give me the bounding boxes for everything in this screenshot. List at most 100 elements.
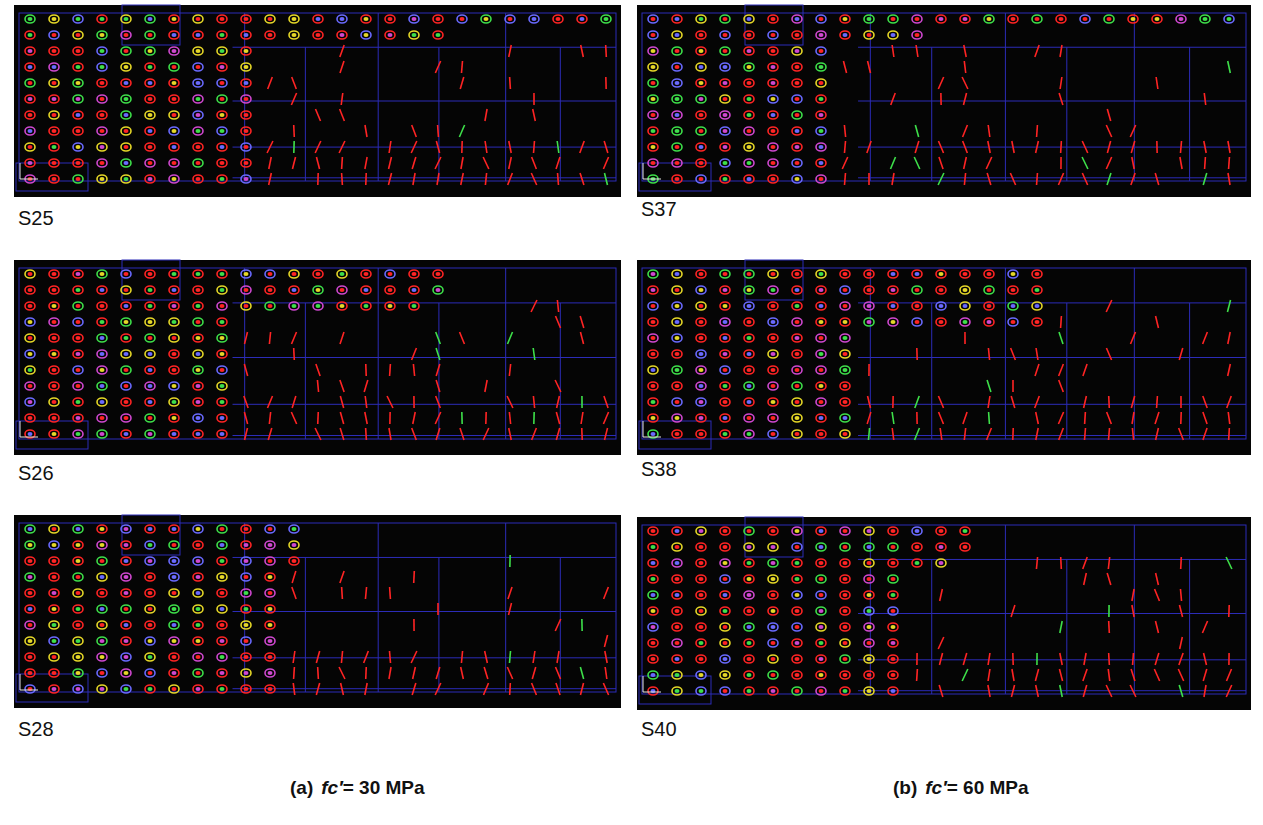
crack-ellipse-core xyxy=(747,113,752,117)
crack-ellipse-core xyxy=(220,65,225,69)
crack-ellipse xyxy=(169,31,179,39)
crack-ellipse-core xyxy=(100,304,105,308)
crack-ellipse-core xyxy=(987,304,992,308)
crack-ellipse-core xyxy=(723,673,728,677)
crack-ellipse xyxy=(145,414,155,422)
crack-ellipse xyxy=(744,607,754,615)
crack-tick xyxy=(1179,428,1184,440)
crack-tick xyxy=(413,412,415,424)
crack-ellipse xyxy=(864,591,874,599)
crack-tick xyxy=(556,683,560,695)
crack-tick xyxy=(245,332,248,344)
crack-ellipse-core xyxy=(172,49,177,53)
crack-ellipse-core xyxy=(771,81,776,85)
crack-tick xyxy=(435,683,441,695)
crack-tick xyxy=(1106,348,1111,360)
crack-ellipse-core xyxy=(148,575,153,579)
crack-tick xyxy=(268,428,272,440)
crack-ellipse-core xyxy=(76,623,81,627)
crack-ellipse xyxy=(97,653,107,661)
mesh-line xyxy=(931,303,932,439)
crack-ellipse-core xyxy=(100,65,105,69)
crack-ellipse xyxy=(313,31,323,39)
crack-ellipse-core xyxy=(699,432,704,436)
crack-tick xyxy=(1082,173,1087,185)
crack-ellipse-core xyxy=(412,304,417,308)
crack-ellipse xyxy=(193,605,203,613)
crack-ellipse xyxy=(241,95,251,103)
crack-ellipse-core xyxy=(412,272,417,276)
crack-ellipse-core xyxy=(28,272,33,276)
crack-ellipse-core xyxy=(939,561,944,565)
crack-ellipse xyxy=(864,687,874,695)
crack-ellipse-core xyxy=(196,671,201,675)
crack-ellipse-core xyxy=(52,33,57,37)
crack-ellipse xyxy=(792,607,802,615)
crack-ellipse-core xyxy=(292,288,297,292)
crack-tick xyxy=(1107,173,1111,185)
crack-ellipse-core xyxy=(220,623,225,627)
crack-tick xyxy=(555,619,560,631)
crack-ellipse xyxy=(720,414,730,422)
crack-ellipse-core xyxy=(651,145,656,149)
crack-ellipse xyxy=(49,398,59,406)
crack-ellipse xyxy=(241,175,251,183)
crack-ellipse-core xyxy=(220,81,225,85)
crack-ellipse-core xyxy=(148,288,153,292)
crack-ellipse-core xyxy=(244,65,249,69)
crack-tick xyxy=(411,141,417,153)
crack-ellipse xyxy=(241,573,251,581)
crack-ellipse xyxy=(912,15,922,23)
crack-tick xyxy=(1060,157,1062,169)
crack-ellipse xyxy=(385,15,395,23)
crack-ellipse-core xyxy=(196,591,201,595)
crack-ellipse xyxy=(265,31,275,39)
crack-tick xyxy=(291,412,296,424)
crack-tick xyxy=(1132,157,1134,169)
crack-ellipse xyxy=(25,382,35,390)
crack-ellipse-core xyxy=(795,529,800,533)
crack-ellipse xyxy=(433,31,443,39)
crack-ellipse xyxy=(73,382,83,390)
crack-ellipse-core xyxy=(1131,17,1136,21)
crack-tick xyxy=(1132,605,1134,617)
crack-ellipse xyxy=(169,557,179,565)
crack-ellipse-core xyxy=(220,145,225,149)
crack-ellipse xyxy=(744,143,754,151)
crack-ellipse xyxy=(97,366,107,374)
crack-ellipse-core xyxy=(100,288,105,292)
crack-ellipse-core xyxy=(891,288,896,292)
crack-ellipse xyxy=(265,621,275,629)
crack-ellipse-core xyxy=(795,673,800,677)
crack-ellipse xyxy=(25,47,35,55)
crack-ellipse xyxy=(193,573,203,581)
crack-ellipse-core xyxy=(220,591,225,595)
crack-ellipse-core xyxy=(747,529,752,533)
crack-tick xyxy=(437,125,439,137)
crack-ellipse xyxy=(97,637,107,645)
crack-ellipse xyxy=(49,286,59,294)
crack-ellipse-core xyxy=(364,17,369,21)
crack-ellipse xyxy=(193,621,203,629)
crack-tick xyxy=(963,125,968,137)
crack-ellipse-core xyxy=(196,97,201,101)
crack-ellipse xyxy=(648,143,658,151)
crack-ellipse-core xyxy=(484,17,489,21)
crack-tick xyxy=(940,93,942,105)
crack-ellipse-core xyxy=(651,368,656,372)
crack-ellipse xyxy=(73,15,83,23)
crack-tick xyxy=(1132,412,1134,424)
crack-ellipse-core xyxy=(987,288,992,292)
crack-tick xyxy=(987,428,992,440)
crack-ellipse-core xyxy=(292,33,297,37)
crack-ellipse xyxy=(193,143,203,151)
crack-tick xyxy=(1155,653,1159,665)
crack-ellipse-core xyxy=(196,400,201,404)
crack-ellipse-core xyxy=(1011,17,1016,21)
mesh-line xyxy=(233,404,616,405)
crack-tick xyxy=(555,316,560,328)
crack-tick xyxy=(1156,573,1159,585)
crack-ellipse xyxy=(433,15,443,23)
crack-ellipse xyxy=(648,350,658,358)
crack-ellipse xyxy=(888,559,898,567)
